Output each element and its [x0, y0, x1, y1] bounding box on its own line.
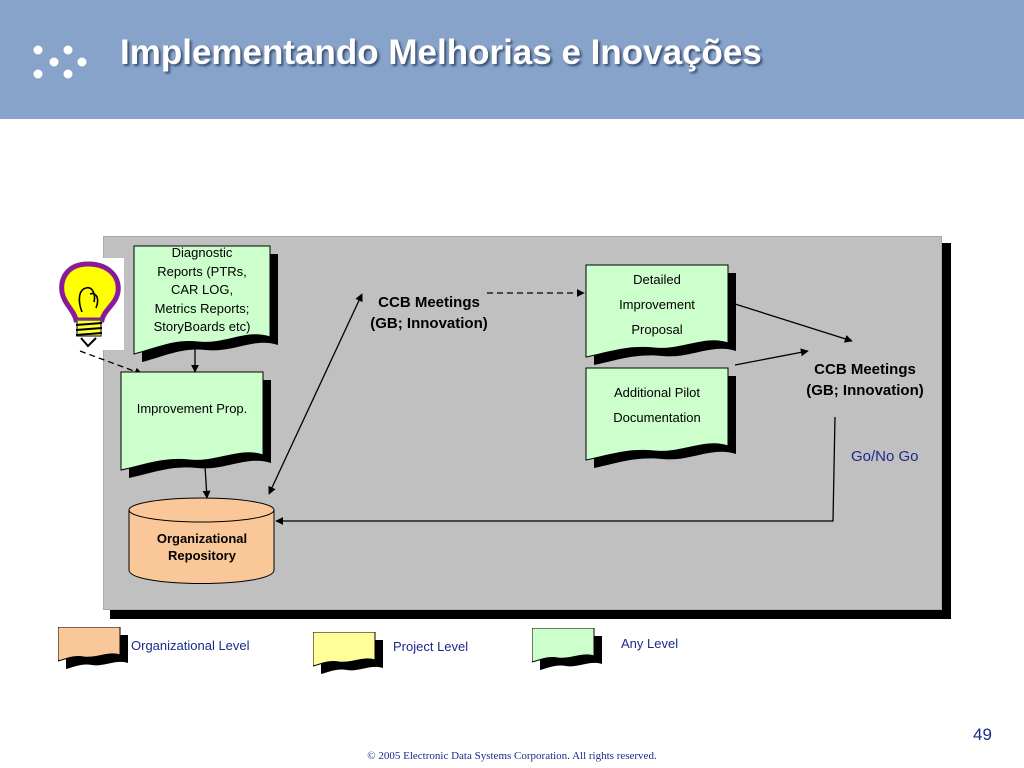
repository-line: Organizational [156, 531, 248, 546]
legend-organizational-swatch [58, 627, 128, 669]
arrow-bulb-to-proposal [79, 350, 143, 376]
lightbulb-icon [59, 261, 121, 348]
legend-any-label: Any Level [621, 636, 679, 651]
detailed-line: Proposal [631, 322, 683, 337]
diagnostic-reports-doc: Diagnostic Reports (PTRs, CAR LOG, Metri… [133, 245, 278, 364]
arrow-proposal-to-repository [202, 465, 211, 499]
ccb-meetings-left: CCB Meetings (GB; Innovation) [358, 292, 500, 334]
pilot-line: Documentation [613, 410, 701, 425]
improvement-prop-label: Improvement Prop. [136, 401, 248, 416]
diagnostic-line: Diagnostic [171, 245, 233, 260]
copyright-footer: © 2005 Electronic Data Systems Corporati… [367, 750, 657, 762]
ccb-right-line: CCB Meetings [814, 361, 916, 378]
dots-bullet-icon [33, 45, 87, 79]
diagnostic-line: CAR LOG, [170, 282, 234, 297]
arrow-repository-ccb-left [268, 293, 363, 495]
diagnostic-line: Metrics Reports; [154, 300, 250, 316]
page-number: 49 [973, 725, 992, 744]
ccb-left-line: CCB Meetings [378, 294, 480, 311]
pilot-line: Additional Pilot [614, 385, 700, 400]
additional-pilot-doc: Additional Pilot Documentation [585, 367, 736, 468]
ccb-left-line: (GB; Innovation) [370, 315, 488, 332]
legend-project-swatch [313, 632, 383, 674]
detailed-line: Detailed [633, 272, 681, 287]
arrow-pilot-to-ccb-right [734, 348, 809, 366]
legend-organizational-label: Organizational Level [131, 638, 250, 653]
arrow-detailed-to-ccb-right [734, 303, 853, 343]
improvement-prop-doc: Improvement Prop. [120, 371, 271, 478]
ccb-meetings-right: CCB Meetings (GB; Innovation) [794, 359, 936, 401]
repository-label: Organizational Repository [130, 530, 274, 564]
title-bar [0, 0, 1024, 119]
arrow-ccb-right-to-repository [275, 416, 836, 525]
organizational-repository-cylinder [128, 497, 275, 584]
detailed-line: Improvement [619, 297, 695, 312]
diagnostic-line: Reports (PTRs, [157, 263, 247, 279]
go-no-go-label: Go/No Go [851, 448, 919, 465]
legend-project-label: Project Level [393, 639, 469, 654]
diagnostic-line: StoryBoards etc) [153, 319, 251, 334]
page-title: Implementando Melhorias e Inovações [120, 33, 762, 72]
detailed-improvement-proposal-doc: Detailed Improvement Proposal [585, 264, 736, 365]
legend-any-swatch [532, 628, 602, 670]
ccb-right-line: (GB; Innovation) [806, 382, 924, 399]
repository-line: Repository [168, 548, 236, 563]
